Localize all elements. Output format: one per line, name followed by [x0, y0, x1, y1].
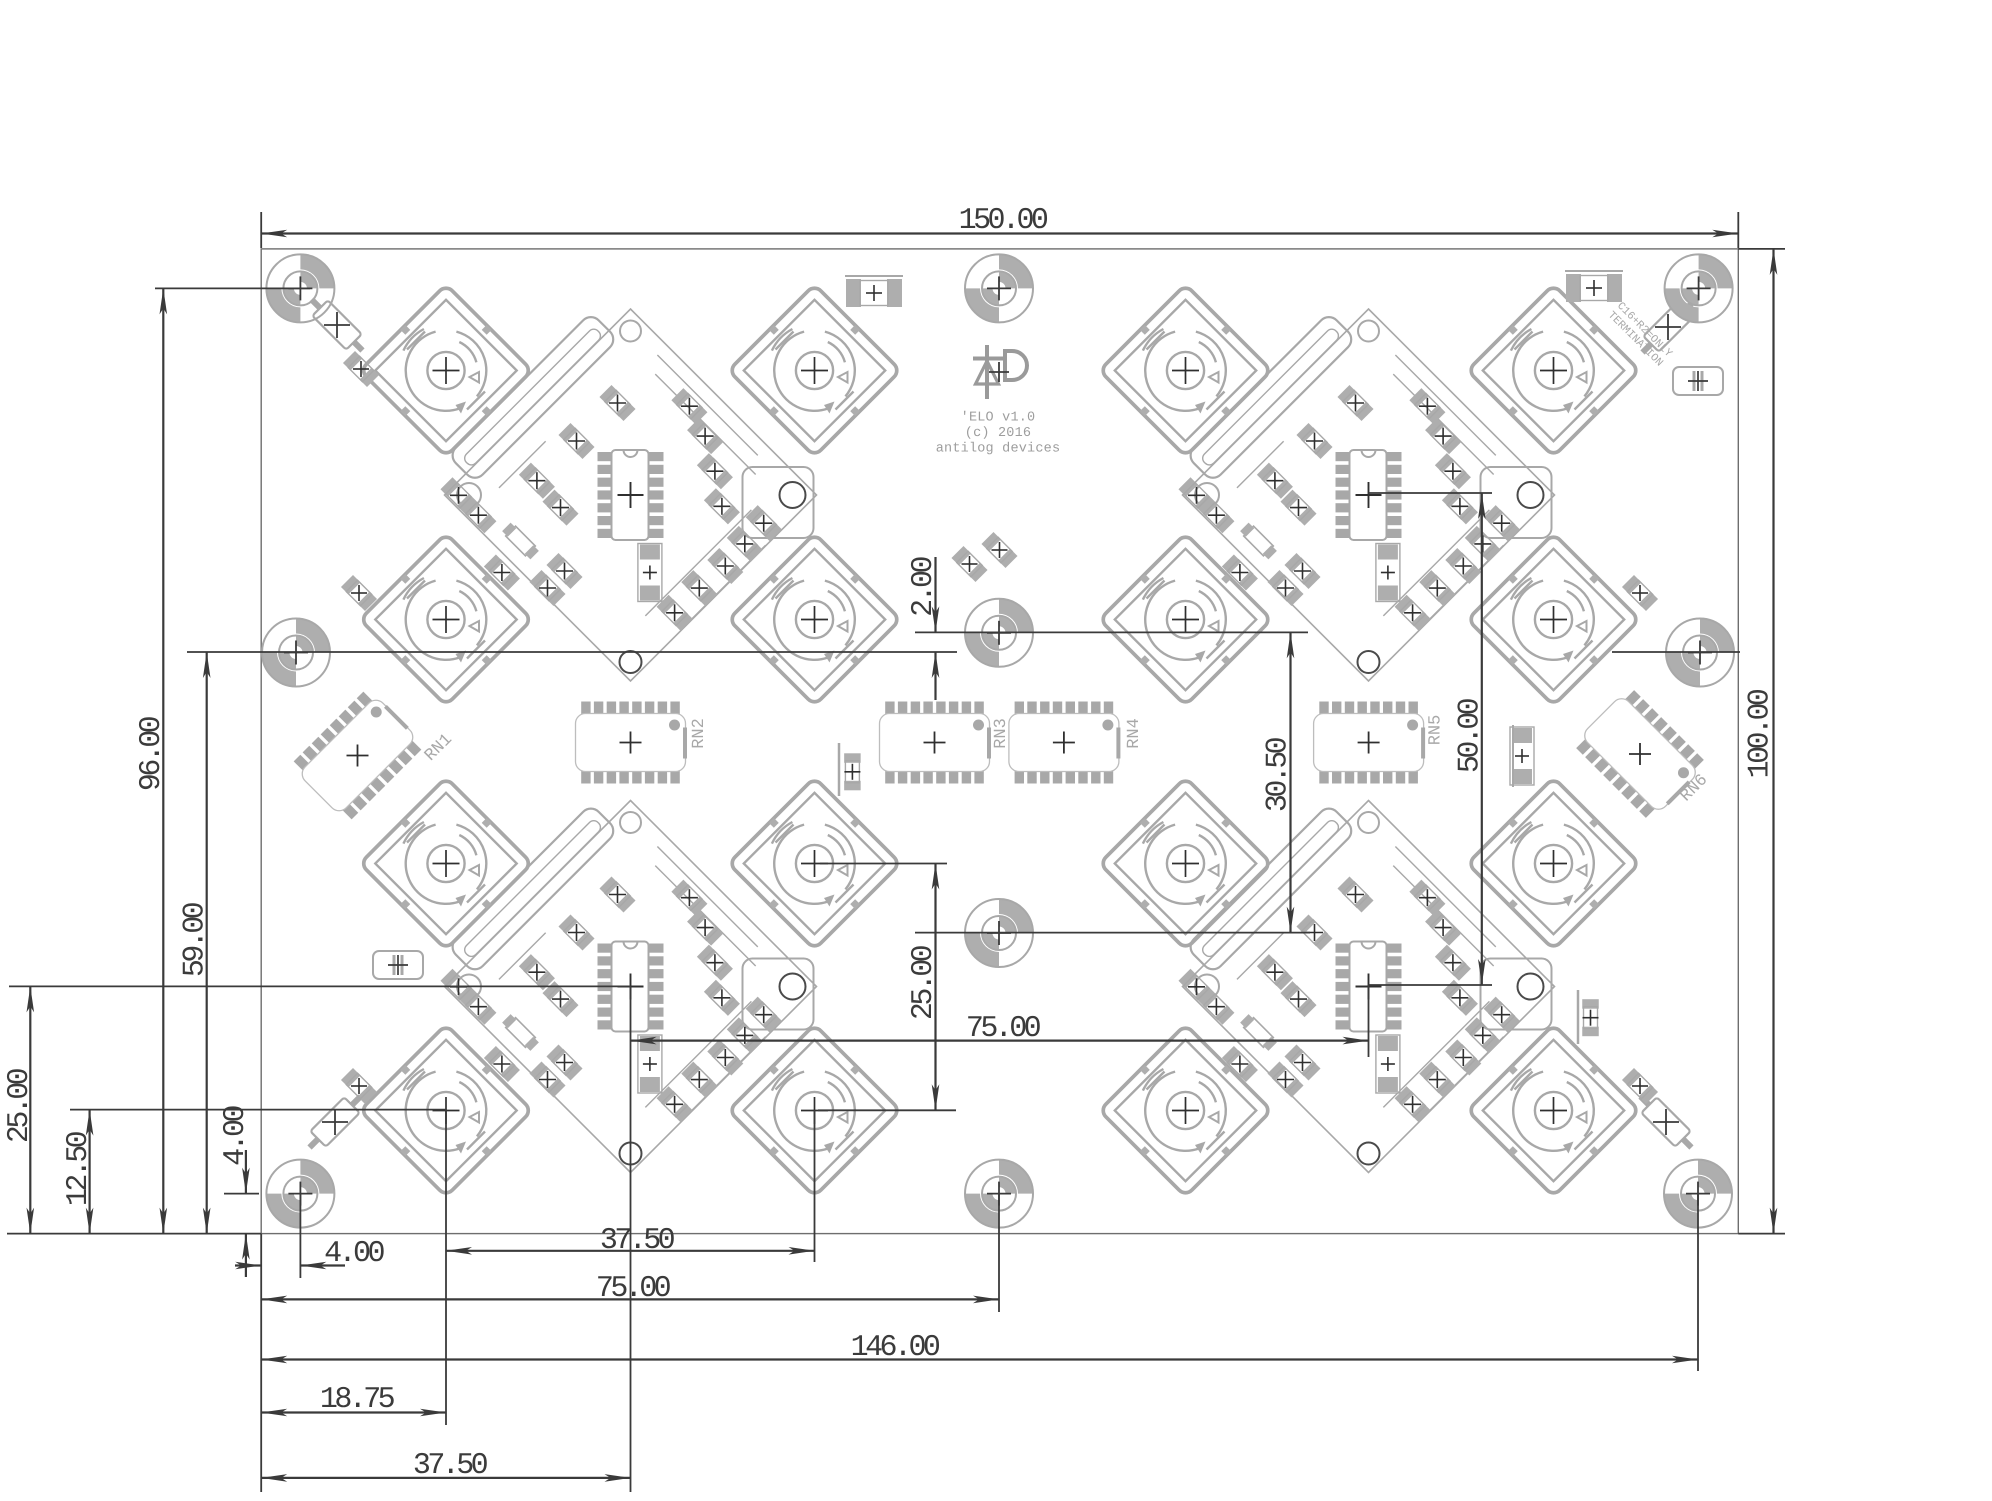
- svg-text:4.00: 4.00: [324, 1237, 384, 1271]
- svg-text:37.50: 37.50: [600, 1224, 675, 1258]
- svg-text:RN5: RN5: [1427, 715, 1446, 746]
- svg-text:antilog devices: antilog devices: [936, 441, 1061, 456]
- svg-text:RN3: RN3: [992, 718, 1011, 749]
- svg-text:25.00: 25.00: [907, 945, 941, 1020]
- svg-text:75.00: 75.00: [966, 1012, 1041, 1046]
- svg-text:59.00: 59.00: [179, 902, 213, 977]
- svg-text:2.00: 2.00: [907, 557, 941, 617]
- svg-text:'ELO v1.0: 'ELO v1.0: [961, 410, 1036, 425]
- svg-text:75.00: 75.00: [596, 1272, 671, 1306]
- svg-text:50.00: 50.00: [1454, 698, 1488, 773]
- svg-text:30.50: 30.50: [1262, 737, 1296, 812]
- svg-text:4.00: 4.00: [219, 1106, 253, 1166]
- svg-text:150.00: 150.00: [959, 204, 1048, 238]
- svg-text:37.50: 37.50: [413, 1449, 488, 1483]
- svg-text:100.00: 100.00: [1744, 689, 1778, 778]
- svg-text:12.50: 12.50: [62, 1131, 96, 1206]
- svg-text:18.75: 18.75: [320, 1383, 395, 1417]
- svg-text:RN4: RN4: [1125, 718, 1144, 749]
- svg-text:(c) 2016: (c) 2016: [965, 426, 1031, 441]
- svg-text:146.00: 146.00: [851, 1331, 940, 1365]
- svg-text:RN2: RN2: [690, 718, 709, 749]
- svg-text:25.00: 25.00: [3, 1068, 37, 1143]
- svg-text:96.00: 96.00: [135, 716, 169, 791]
